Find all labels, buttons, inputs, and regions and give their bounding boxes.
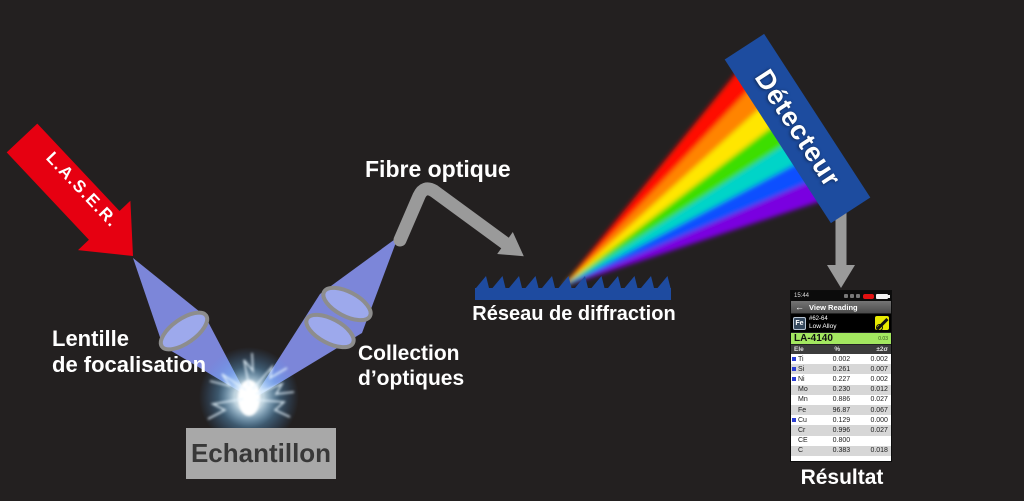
col-sigma: ±2σ [876,346,888,353]
table-row: Mo 0.230 0.012 [791,384,891,395]
element-symbol: Cr [798,426,806,434]
element-percent: 0.227 [832,375,851,383]
bluetooth-icon [850,294,854,298]
collection-optics-label-line2: d’optiques [358,366,465,390]
plasma-spark [199,347,299,447]
element-sigma: 0.000 [870,416,888,424]
element-percent: 0.886 [832,396,851,404]
element-table-header: Ele % ±2σ [791,345,891,354]
battery-low-icon [863,293,874,299]
element-symbol: Si [798,365,805,373]
sample-box: Echantillon [186,428,336,479]
sample-info-row: Fe #62-64 Low Alloy [791,314,891,332]
battery-icon [876,293,890,299]
screen-title: View Reading [809,302,858,312]
table-row: Fe 96.87 0.067 [791,404,891,416]
back-icon[interactable]: ← [795,302,804,312]
sample-id: #62-64 [809,316,828,322]
element-symbol: Ti [798,355,804,363]
element-sigma: 0.067 [870,406,888,414]
grade-match: LA-4140 [794,333,833,344]
grating-label: Réseau de diffraction [472,303,676,325]
element-tile: Fe [793,316,806,330]
signal-icon [844,294,848,298]
table-row: Ti 0.002 0.002 [791,354,891,364]
fiber-label: Fibre optique [365,156,511,182]
element-symbol: Mn [798,396,808,404]
element-sigma: 0.007 [870,365,888,373]
element-symbol: Fe [798,406,807,414]
element-symbol: Ni [798,375,805,383]
flagged-element-marker [792,377,796,381]
sample-label: Echantillon [190,438,332,468]
table-row: CE 0.800 [791,436,891,446]
wifi-icon [856,294,860,298]
flagged-element-marker [792,357,796,361]
element-percent: 0.996 [832,426,851,434]
collection-lens-1 [304,312,356,350]
element-table-body: Ti 0.002 0.002 Si 0.261 0.007 Ni 0.227 0… [791,354,891,456]
focus-lens-label-line1: Lentille [52,326,130,351]
element-sigma: 0.002 [870,375,888,383]
collection-optics-label-line1: Collection [358,342,460,365]
flagged-element-marker [792,418,796,422]
fiber-arrow [393,182,524,257]
element-sigma: 0.012 [870,386,888,394]
element-sigma: 0.018 [870,447,888,455]
collection-lens-2 [321,285,373,323]
table-row: Ni 0.227 0.002 [791,374,891,384]
flagged-element-marker [792,367,796,371]
element-percent: 0.261 [832,365,851,373]
sample-type: Low Alloy [809,323,837,330]
grade-bar: LA-4140 0.03 [791,332,891,345]
analyzer-screen: 15:44 ← View Reading Fe #62-64 Low Alloy… [790,290,892,462]
element-percent: 0.800 [832,437,851,445]
element-sigma: 0.027 [870,396,888,404]
element-sigma: 0.002 [870,355,888,363]
focus-lens-label: Lentille de focalisation [52,326,206,378]
element-symbol: C [798,447,804,455]
table-row: Cr 0.996 0.027 [791,425,891,436]
diffraction-grating [475,276,671,300]
element-symbol: CE [798,437,808,445]
laser-arrow [6,123,134,256]
result-label: Résultat [800,466,884,489]
collection-optics-label: Collection d’optiques [358,342,464,392]
status-time: 15:44 [794,293,810,299]
element-percent: 0.002 [832,355,851,363]
focus-lens-label-line2: de focalisation [52,351,207,377]
element-symbol: Mo [798,386,808,394]
focus-lens [158,310,210,352]
col-element: Ele [794,346,804,353]
grade-score: 0.03 [878,335,888,342]
table-row: C 0.383 0.018 [791,445,891,456]
detector-to-result-arrow [827,213,855,288]
element-sigma: 0.027 [870,426,888,434]
element-percent: 0.129 [832,416,851,424]
table-row: Si 0.261 0.007 [791,364,891,375]
element-percent: 0.230 [832,386,851,394]
table-row: Mn 0.886 0.027 [791,395,891,405]
col-percent: % [834,346,841,353]
element-symbol: Cu [798,416,807,424]
screen-header: ← View Reading [791,301,891,314]
status-bar: 15:44 [791,291,891,301]
element-percent: 96.87 [832,406,851,414]
element-percent: 0.383 [832,447,851,455]
spectrum-rainbow [562,57,830,287]
tool-icon[interactable] [875,316,889,330]
table-row: Cu 0.129 0.000 [791,415,891,425]
